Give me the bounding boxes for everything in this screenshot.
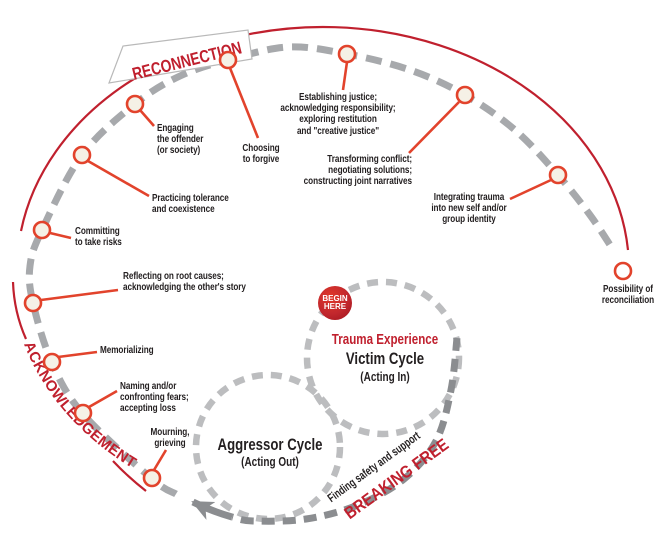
victim-cycle-title: Victim Cycle: [345, 350, 425, 368]
mourning-node-marker: [142, 468, 162, 488]
memorializing-label: Memorializing: [100, 344, 154, 356]
naming-node-marker: [73, 403, 93, 423]
practicing-leader-line: [87, 159, 150, 198]
possibility-label: Possibility of reconciliation: [601, 283, 655, 307]
red-arc-segment-lower-left: [112, 460, 147, 492]
naming-leader-line: [88, 389, 118, 409]
engaging-node-marker: [125, 94, 145, 114]
begin-here-line2: HERE: [323, 302, 347, 311]
reflecting-leader-line: [40, 288, 119, 302]
mourning-leader-line: [152, 449, 168, 471]
begin-here-badge: BEGIN HERE: [318, 286, 352, 320]
naming-label: Naming and/or confronting fears; accepti…: [120, 380, 189, 415]
breaking-free-arrow-segment: [191, 498, 233, 521]
transforming-label: Transforming conflict; negotiating solut…: [303, 153, 412, 188]
aggressor-cycle-title: Aggressor Cycle: [217, 436, 323, 454]
reflecting-label: Reflecting on root causes; acknowledging…: [123, 270, 246, 294]
integrating-label: Integrating trauma into new self and/or …: [431, 191, 507, 226]
establishing-label: Establishing justice; acknowledging resp…: [280, 91, 396, 137]
victim-cycle-subtitle: (Acting In): [360, 370, 410, 384]
red-arc-segment-upper-left: [11, 281, 28, 340]
transforming-leader-line: [408, 101, 460, 154]
choosing-node-marker: [218, 50, 238, 70]
establishing-leader-line: [341, 61, 349, 91]
establishing-node-marker: [337, 44, 357, 64]
reconnection-banner: [108, 29, 253, 84]
victim-cycle-circle: [303, 278, 463, 438]
possibility-node-marker: [613, 261, 633, 281]
trauma-experience-label: Trauma Experience: [331, 332, 439, 348]
committing-label: Committing to take risks: [75, 225, 122, 249]
committing-node-marker: [32, 220, 52, 240]
transforming-node-marker: [455, 85, 475, 105]
aggressor-cycle-circle: [192, 371, 344, 523]
engaging-label: Engaging the offender (or society): [157, 122, 204, 157]
integrating-leader-line: [509, 178, 552, 201]
practicing-node-marker: [72, 145, 92, 165]
integrating-node-marker: [548, 165, 568, 185]
aggressor-cycle-subtitle: (Acting Out): [241, 455, 299, 469]
choosing-label: Choosing to forgive: [242, 142, 280, 166]
practicing-label: Practicing tolerance and coexistence: [152, 192, 229, 216]
begin-here-line1: BEGIN: [322, 293, 348, 303]
memorializing-node-marker: [42, 352, 62, 372]
memorializing-leader-line: [57, 350, 98, 359]
mourning-label: Mourning, grieving: [150, 426, 190, 450]
committing-leader-line: [49, 231, 72, 240]
engaging-leader-line: [139, 109, 155, 127]
reflecting-node-marker: [23, 293, 43, 313]
outer-red-arc: [19, 25, 630, 251]
choosing-leader-line: [228, 67, 260, 139]
